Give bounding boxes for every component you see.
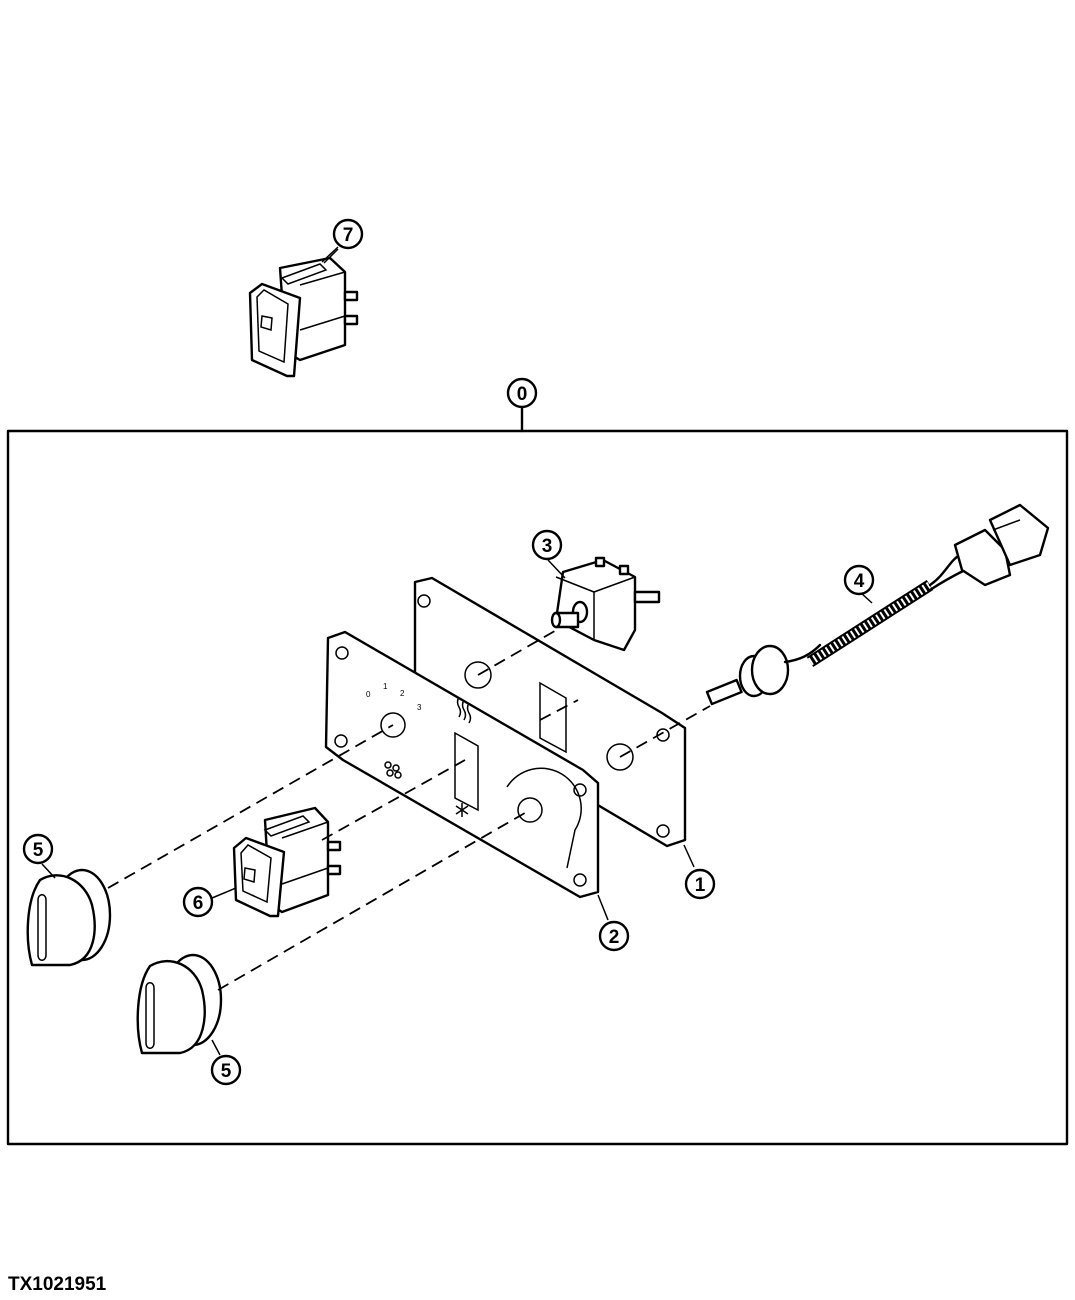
knob-part-5-upper (26, 868, 112, 967)
callout-2-label: 2 (609, 927, 620, 948)
fan-speed-mark-3: 3 (417, 703, 422, 712)
fan-speed-mark-2: 2 (400, 689, 405, 698)
callout-0-label: 0 (517, 384, 528, 405)
callout-3-label: 3 (542, 536, 553, 557)
callout-1: 1 (684, 868, 716, 900)
fan-icon (384, 761, 402, 779)
callout-3: 3 (531, 529, 563, 561)
assembly-outline-box (6, 429, 1069, 1146)
rocker-switch-part-6 (232, 806, 342, 918)
heater-icon (456, 696, 472, 724)
rotary-switch-part-3 (550, 556, 661, 652)
callout-leaders (41, 246, 873, 1056)
callout-5-upper: 5 (22, 833, 54, 865)
fan-speed-mark-1: 1 (383, 682, 388, 691)
callout-6: 6 (182, 886, 214, 918)
callout-1-label: 1 (695, 875, 706, 896)
control-panel-part-2: 0 1 2 3 (324, 630, 600, 899)
callout-7: 7 (332, 218, 364, 250)
callout-2: 2 (598, 920, 630, 952)
callout-6-label: 6 (193, 893, 204, 914)
figure-id-label: TX1021951 (8, 1274, 107, 1295)
assembly-guide-lines (107, 627, 711, 991)
callout-0: 0 (506, 377, 538, 409)
fan-speed-mark-0: 0 (366, 690, 371, 699)
callout-5-lower-label: 5 (221, 1061, 232, 1082)
callout-4-label: 4 (854, 571, 865, 592)
callout-4: 4 (843, 564, 875, 596)
callout-7-label: 7 (343, 225, 354, 246)
potentiometer-harness-part-4 (705, 503, 1050, 706)
callout-5-lower: 5 (210, 1054, 242, 1086)
rocker-switch-part-7 (248, 248, 359, 378)
knob-part-5-lower (136, 953, 223, 1055)
callout-5-upper-label: 5 (33, 840, 44, 861)
snowflake-icon (455, 803, 469, 817)
